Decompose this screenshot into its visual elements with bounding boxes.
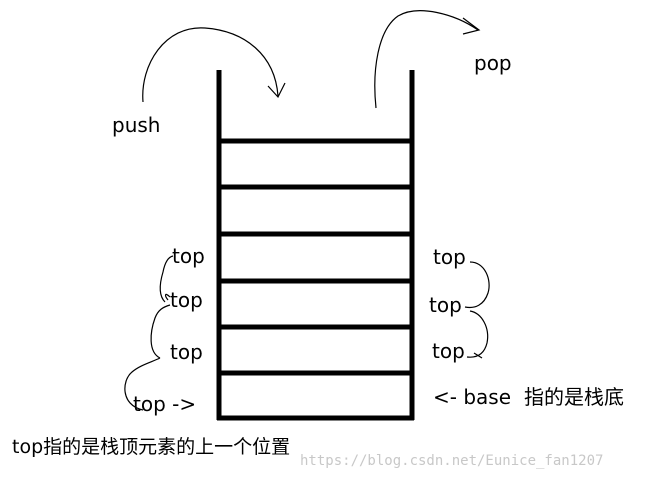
top-label-right-2: top: [429, 293, 462, 317]
top-curl-left: [164, 293, 171, 301]
top-curl-right: [466, 310, 489, 358]
push-arrow: [142, 27, 279, 103]
top-curl-right: [464, 261, 490, 309]
watermark: https://blog.csdn.net/Eunice_fan1207: [300, 453, 604, 469]
top-label-left-3: top: [170, 340, 203, 364]
pop-arrow: [374, 10, 479, 109]
pop-arrowhead: [462, 17, 481, 35]
top-curl-right-tick: [473, 352, 483, 359]
top-curl-left: [159, 255, 174, 303]
base-note-label: 指的是栈底: [524, 385, 624, 409]
pop-label: pop: [474, 51, 512, 75]
top-label-left-1: top: [172, 244, 205, 268]
diagram-caption: top指的是栈顶元素的上一个位置: [12, 436, 291, 458]
push-label: push: [112, 113, 161, 137]
top-pointer-label: top ->: [133, 392, 197, 416]
base-pointer-label: <- base: [433, 385, 512, 409]
top-curl-left: [150, 304, 171, 359]
top-curl-left: [124, 357, 161, 411]
top-label-right-3: top: [432, 339, 465, 363]
push-arrowhead: [267, 82, 286, 99]
top-label-right-1: top: [433, 245, 466, 269]
top-label-left-2: top: [170, 288, 203, 312]
